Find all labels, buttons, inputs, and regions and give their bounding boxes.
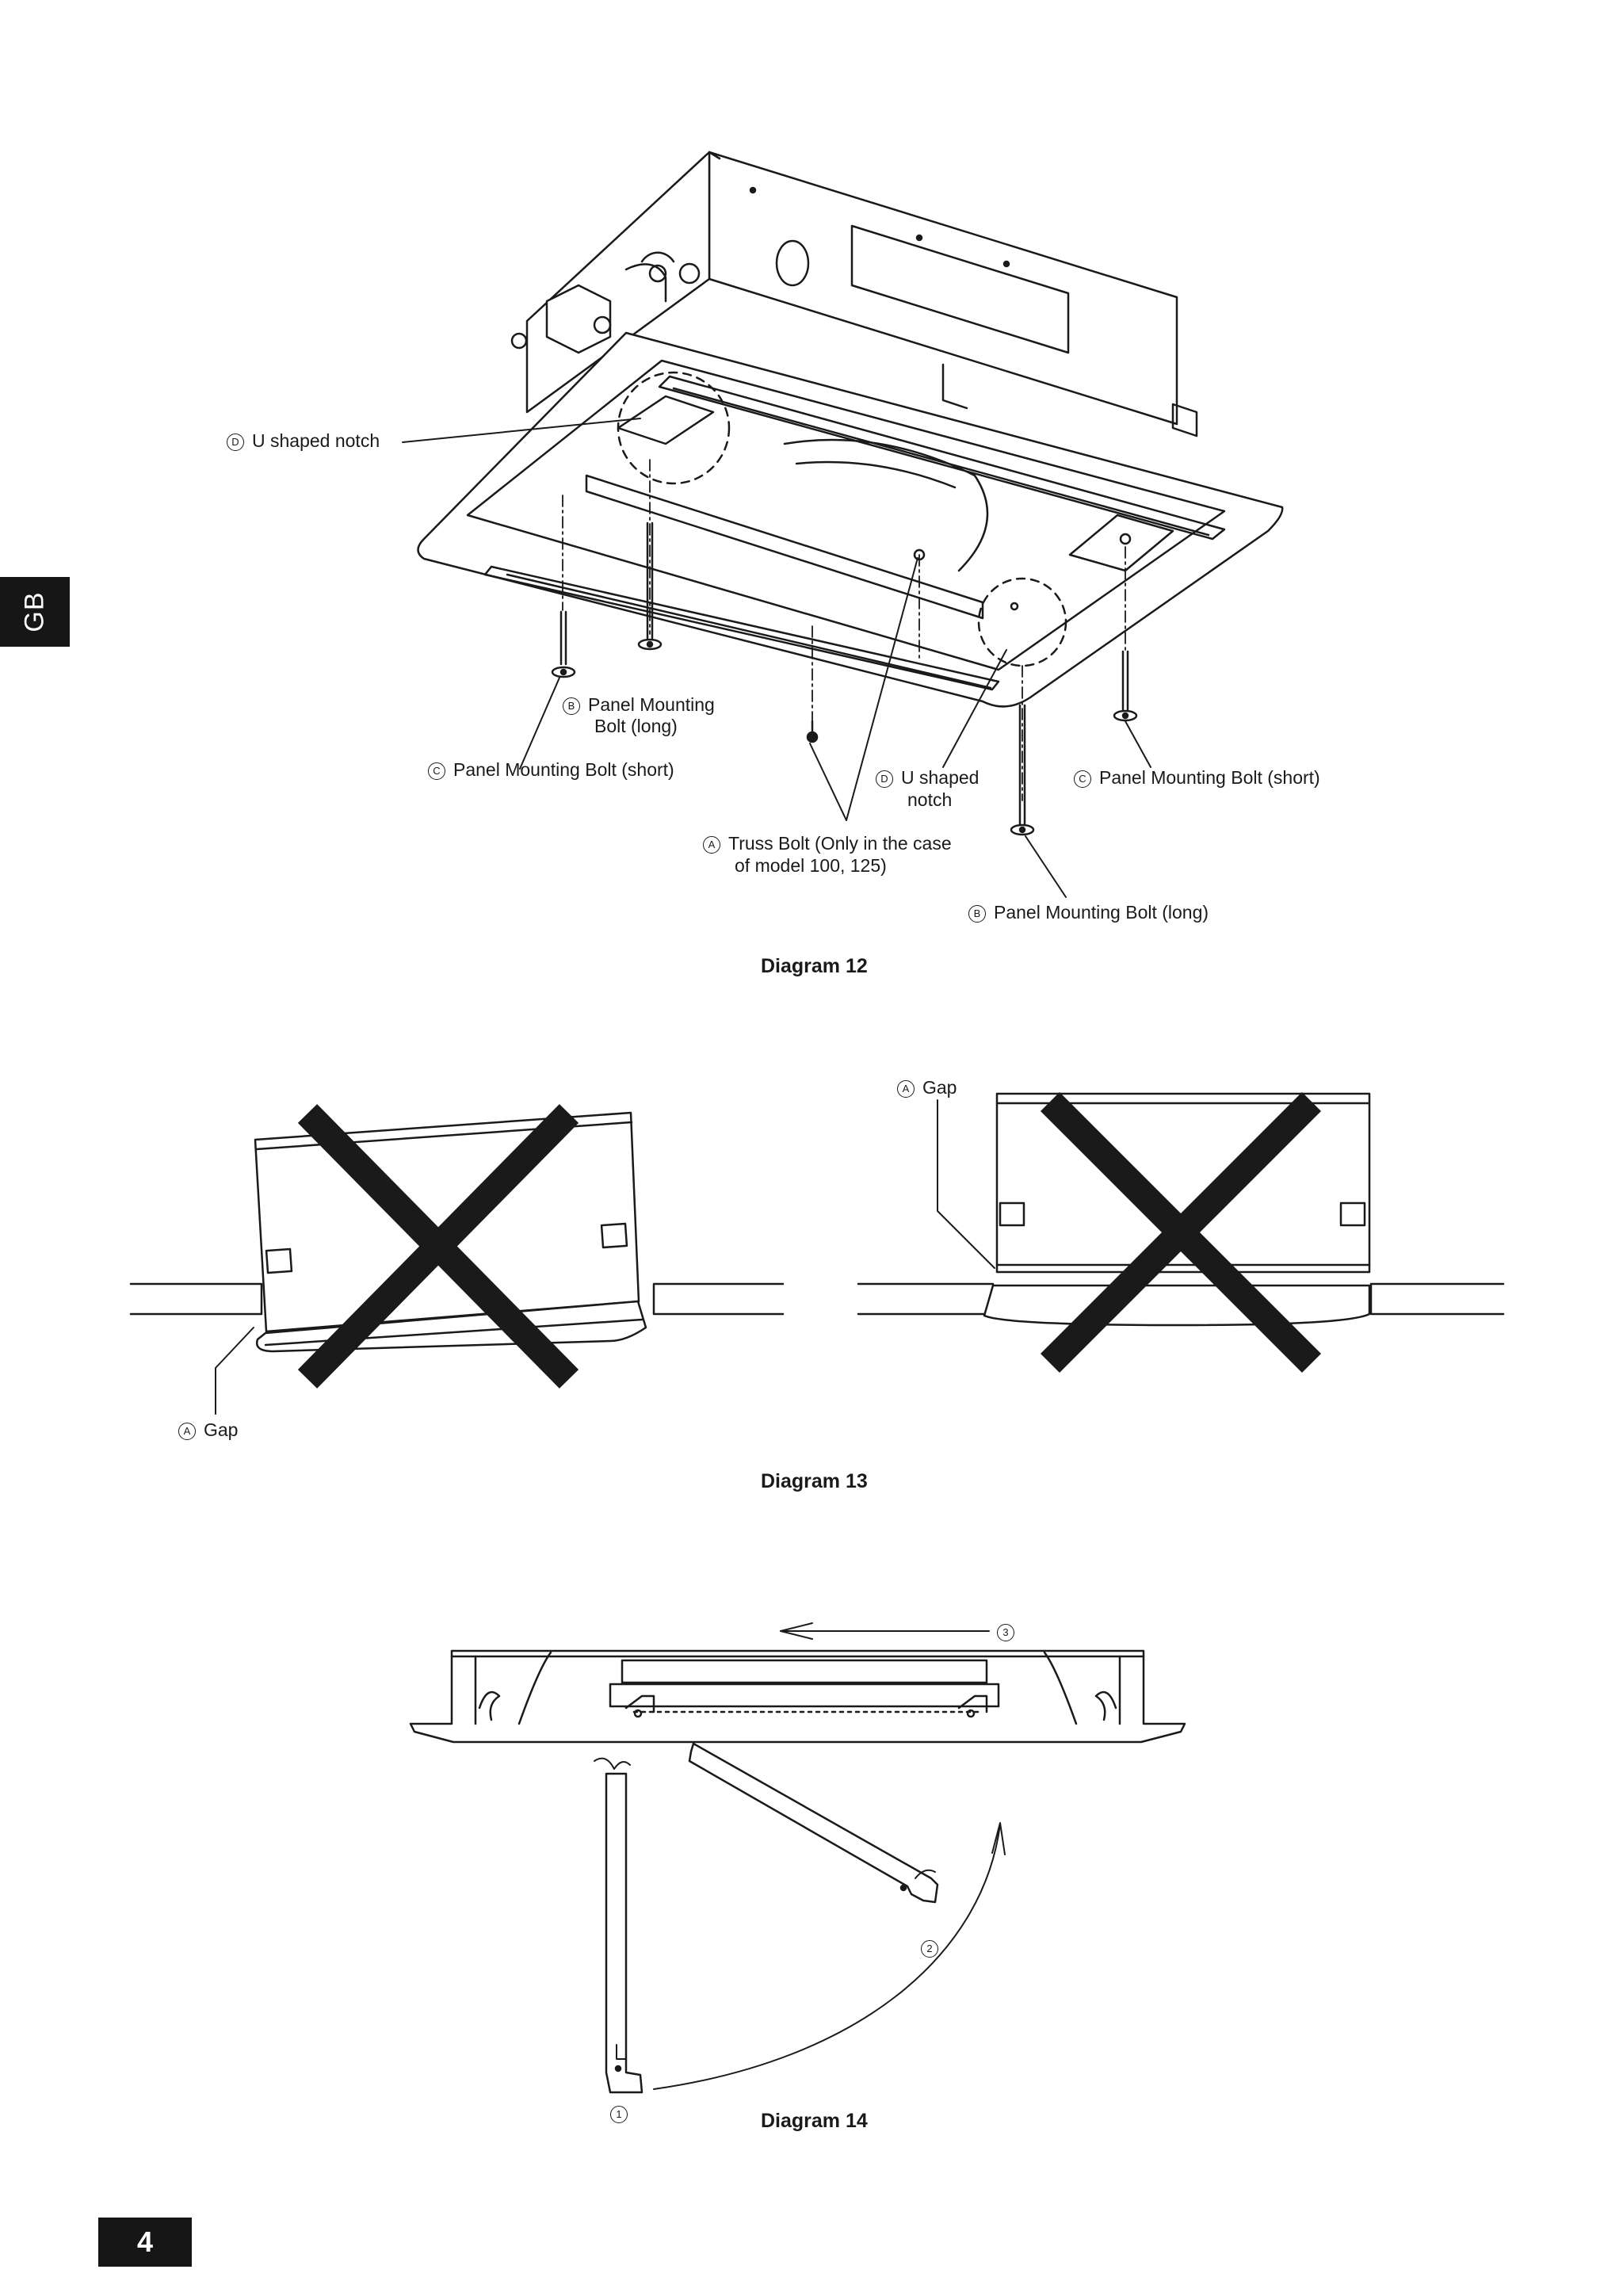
label-text: Panel Mounting Bolt (short) bbox=[1099, 767, 1320, 788]
label-text: Panel Mounting Bolt (long) bbox=[994, 902, 1209, 923]
label-panel-mounting-bolt-long-right: B Panel Mounting Bolt (long) bbox=[968, 901, 1209, 923]
diagram12-caption: Diagram 12 bbox=[761, 955, 868, 977]
marker-a: A bbox=[178, 1423, 196, 1440]
label-panel-mounting-bolt-long-left-line2: Bolt (long) bbox=[594, 716, 678, 736]
marker-3: 3 bbox=[997, 1624, 1014, 1641]
label-step-2: 2 bbox=[921, 1936, 946, 1958]
alignment-lines bbox=[562, 459, 1126, 801]
leader-lines bbox=[402, 418, 1151, 898]
label-truss-bolt-line2: of model 100, 125) bbox=[735, 855, 887, 876]
indoor-unit-body bbox=[510, 151, 1198, 437]
diagram13-caption: Diagram 13 bbox=[761, 1470, 868, 1492]
marker-d: D bbox=[227, 434, 244, 451]
diagram13-left-cross bbox=[297, 1104, 579, 1389]
bolt-c-right bbox=[1113, 650, 1138, 722]
notch-highlight-circles bbox=[617, 371, 1067, 667]
label-text: Panel Mounting Bolt (short) bbox=[453, 759, 674, 780]
label-gap-left: A Gap bbox=[178, 1419, 238, 1441]
bolt-b-left bbox=[637, 521, 663, 651]
marker-a: A bbox=[703, 836, 720, 854]
diagram13-right-cross bbox=[1040, 1091, 1322, 1373]
label-u-shaped-notch-top: D U shaped notch bbox=[227, 430, 380, 452]
label-panel-mounting-bolt-long-left: B Panel Mounting bbox=[563, 693, 715, 716]
marker-1: 1 bbox=[610, 2106, 628, 2123]
label-text: Truss Bolt (Only in the case bbox=[728, 833, 952, 854]
label-u-shaped-notch-mid-line2: notch bbox=[907, 789, 953, 810]
diagram14-bar-2 bbox=[688, 1742, 939, 1904]
marker-b: B bbox=[563, 697, 580, 715]
label-step-1: 1 bbox=[610, 2102, 636, 2124]
diagram13-right bbox=[857, 1092, 1505, 1327]
label-text: U shaped notch bbox=[252, 430, 380, 451]
bolt-c-left bbox=[551, 610, 576, 678]
truss-bolt bbox=[806, 720, 819, 743]
marker-2: 2 bbox=[921, 1940, 938, 1958]
marker-b: B bbox=[968, 905, 986, 923]
marker-c: C bbox=[428, 762, 445, 780]
label-text: U shaped bbox=[901, 767, 980, 788]
language-tab-label: GB bbox=[19, 591, 50, 632]
page-number: 4 bbox=[136, 2225, 154, 2258]
diagram14-caption: Diagram 14 bbox=[761, 2110, 868, 2132]
diagram14-arrow-3 bbox=[780, 1622, 990, 1640]
label-text: Panel Mounting bbox=[588, 694, 715, 715]
label-text: Gap bbox=[922, 1077, 957, 1098]
language-tab: GB bbox=[0, 577, 70, 647]
diagram14-unit bbox=[409, 1649, 1186, 1744]
label-panel-mounting-bolt-short-left: C Panel Mounting Bolt (short) bbox=[428, 758, 674, 781]
diagram14-rotate-arrow bbox=[653, 1822, 1006, 2090]
bolt-b-right bbox=[1010, 704, 1035, 836]
label-text: Gap bbox=[204, 1419, 239, 1440]
label-step-3: 3 bbox=[997, 1620, 1022, 1642]
ceiling-panel bbox=[417, 331, 1284, 708]
marker-a: A bbox=[897, 1080, 915, 1098]
label-truss-bolt: A Truss Bolt (Only in the case bbox=[703, 832, 952, 854]
diagram14-bar-1 bbox=[594, 1757, 643, 2094]
marker-c: C bbox=[1074, 770, 1091, 788]
label-u-shaped-notch-mid: D U shaped bbox=[876, 766, 979, 789]
marker-d: D bbox=[876, 770, 893, 788]
page-number-box: 4 bbox=[98, 2218, 192, 2267]
label-panel-mounting-bolt-short-right: C Panel Mounting Bolt (short) bbox=[1074, 766, 1320, 789]
label-gap-right: A Gap bbox=[897, 1076, 957, 1098]
panel-bolts bbox=[551, 521, 1138, 836]
